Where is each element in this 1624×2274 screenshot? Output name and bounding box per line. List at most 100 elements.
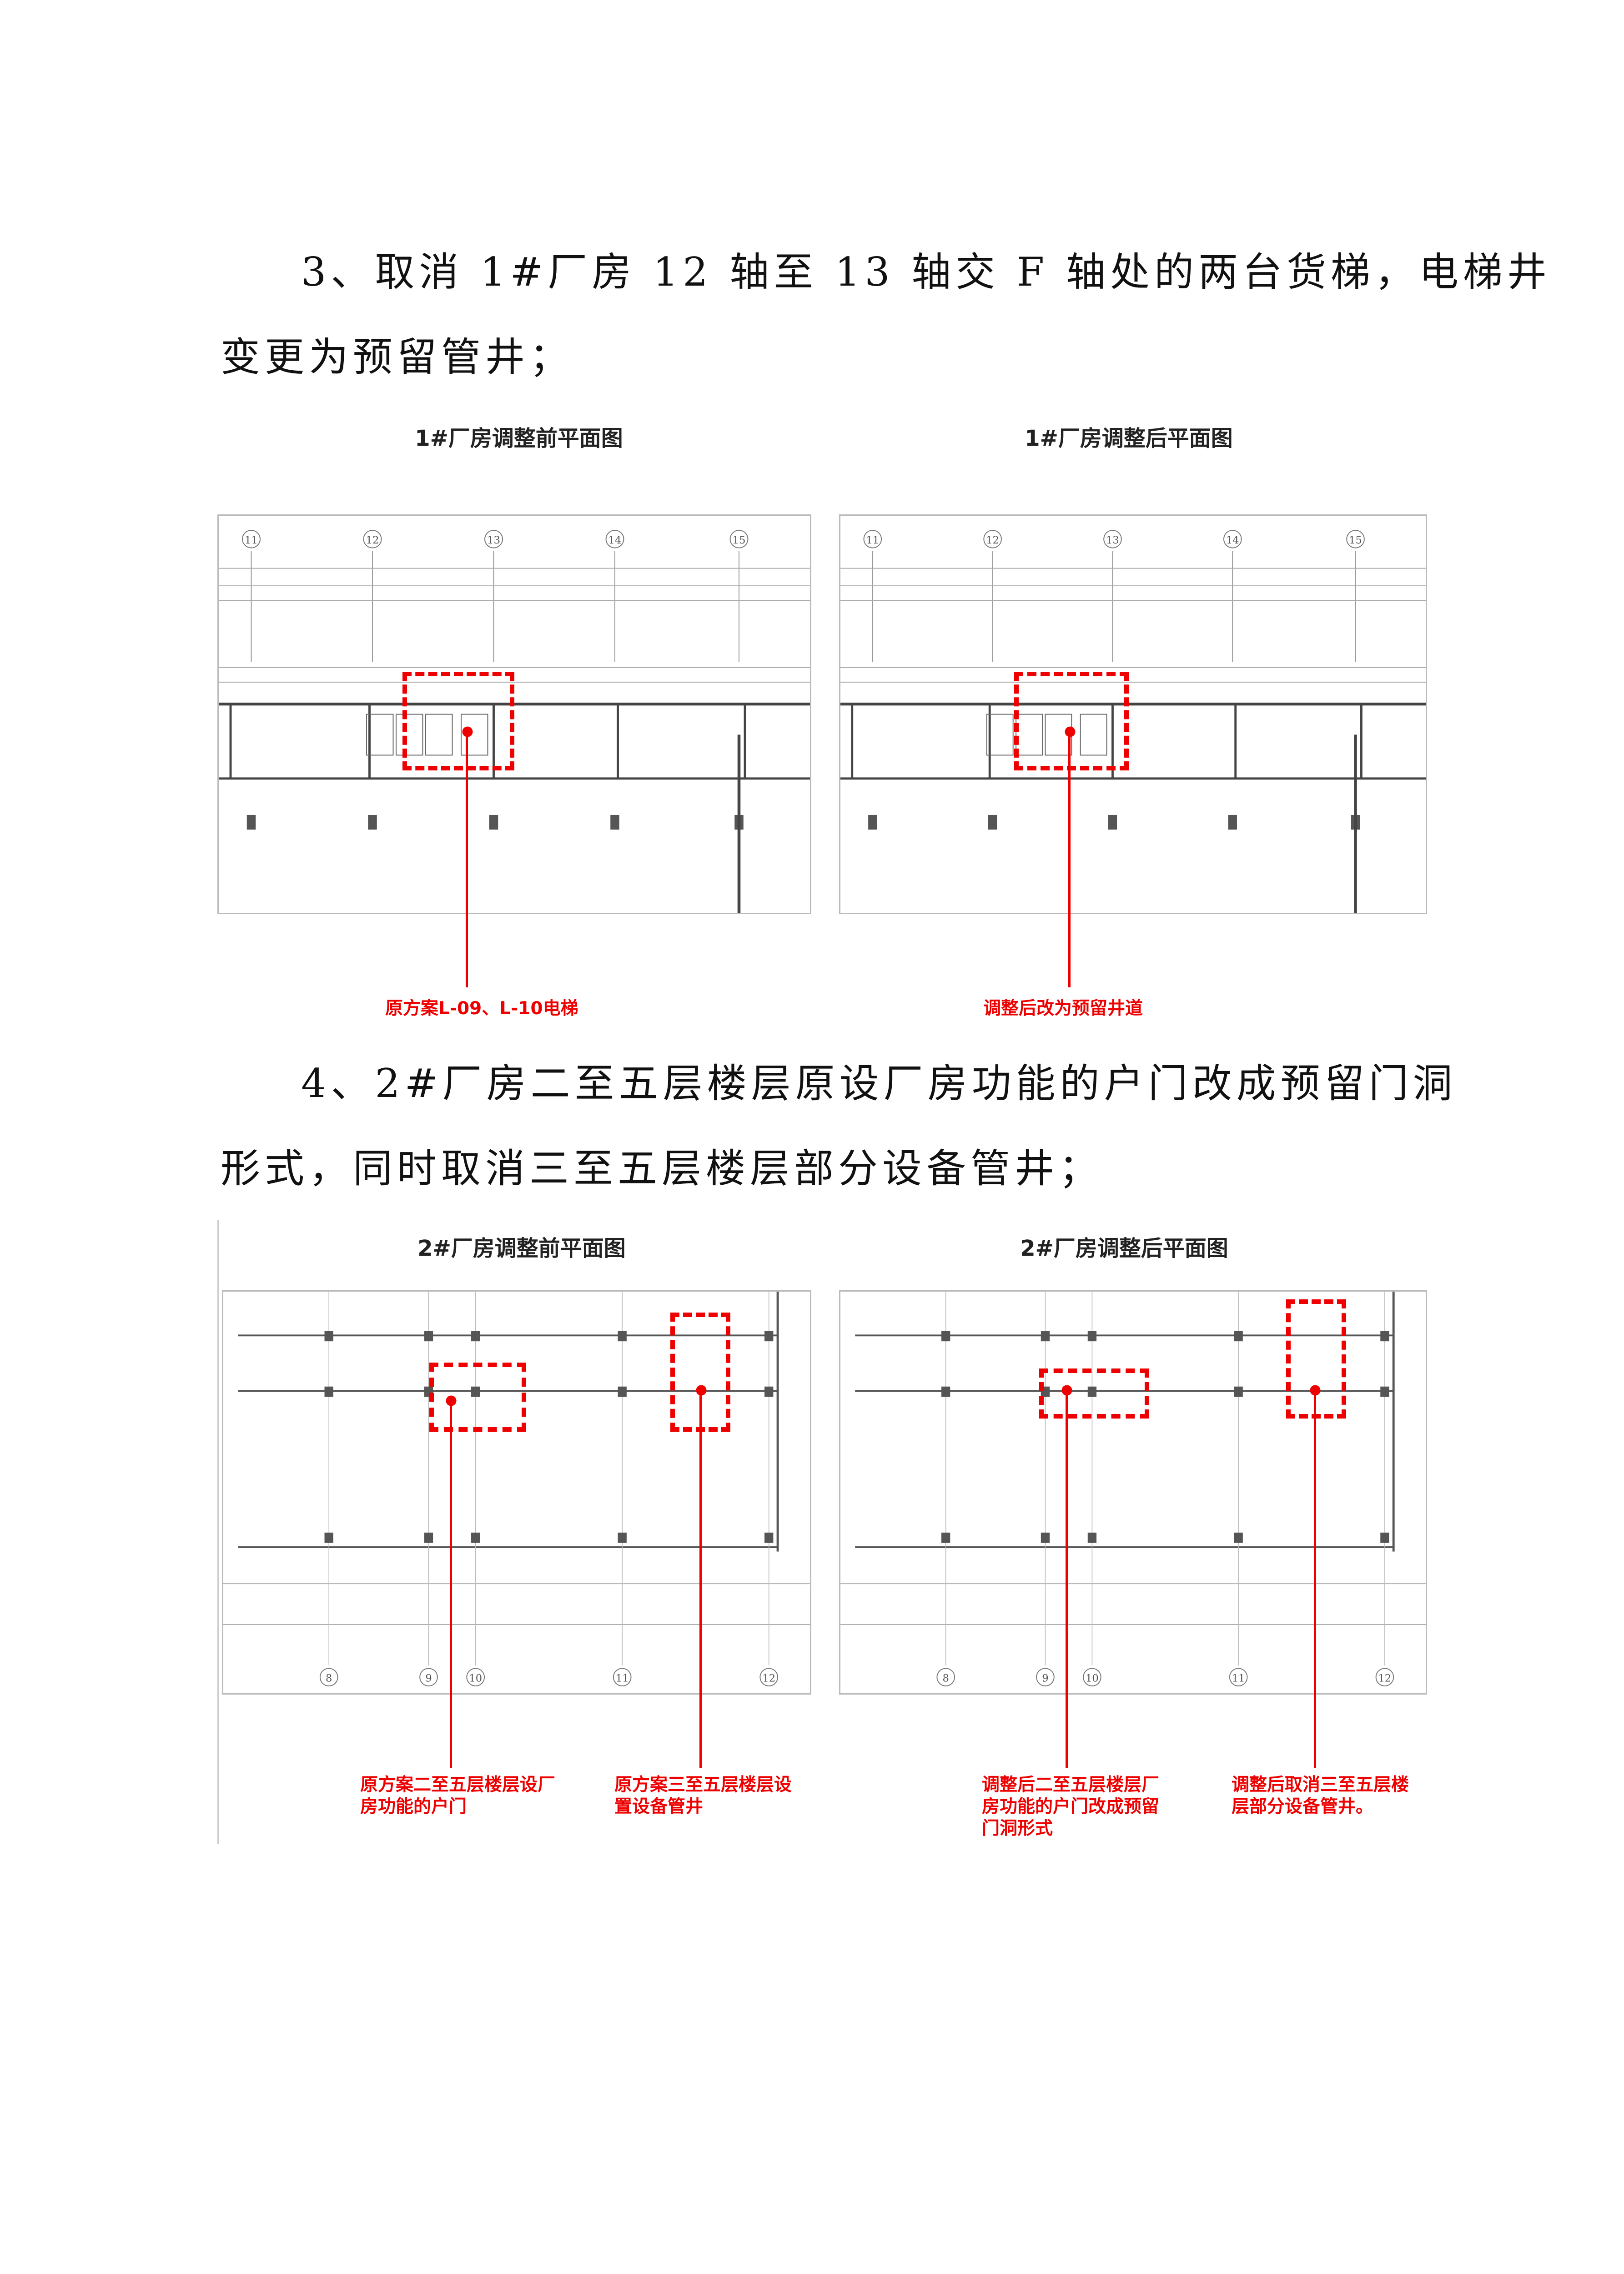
leader-line (1314, 1390, 1316, 1768)
axis-bubble (613, 1668, 632, 1686)
note-line: 门洞形式 (982, 1818, 1053, 1839)
axis-label: 12 (762, 1672, 775, 1684)
column (324, 1532, 333, 1543)
column (1087, 1386, 1097, 1397)
axis-label: 9 (1042, 1672, 1048, 1684)
axis-label: 11 (866, 534, 879, 546)
axis-label: 8 (326, 1672, 332, 1684)
highlight-box (402, 672, 514, 770)
column (618, 1386, 627, 1397)
note-line: 原方案三至五层楼层设 (614, 1775, 792, 1795)
axis-bubble (363, 530, 382, 548)
axis-label: 11 (1232, 1672, 1245, 1684)
fig1-after-note: 调整后改为预留井道 (983, 998, 1143, 1019)
item4-line2: 形式，同时取消三至五层楼层部分设备管井； (221, 1145, 1103, 1192)
column (424, 1331, 433, 1342)
axis-bubble (936, 1668, 955, 1686)
axis-bubble (466, 1668, 485, 1686)
axis-bubble (1223, 530, 1242, 548)
column (764, 1331, 774, 1342)
note-line: 调整后取消三至五层楼 (1232, 1775, 1409, 1795)
column (1380, 1386, 1389, 1397)
column (1228, 815, 1237, 830)
column (1234, 1386, 1243, 1397)
axis-bubble (759, 1668, 779, 1686)
axis-label: 12 (366, 534, 379, 546)
shaft (461, 714, 488, 756)
column (941, 1331, 950, 1342)
axis-bubble (1083, 1668, 1101, 1686)
axis-bubble (1103, 530, 1122, 548)
fig2-after-note-2: 调整后取消三至五层楼 层部分设备管井。 (1232, 1774, 1409, 1818)
axis-label: 15 (1349, 534, 1362, 546)
note-line: 置设备管井 (614, 1796, 704, 1817)
axis-bubble (605, 530, 624, 548)
shaft (425, 714, 453, 756)
note-line: 房功能的户门改成预留 (982, 1796, 1160, 1817)
item3-line1: 3、取消 1#厂房 12 轴至 13 轴交 F 轴处的两台货梯，电梯井 (301, 249, 1551, 295)
axis-label: 13 (1106, 534, 1119, 546)
axis-bubble (242, 530, 261, 548)
column (1234, 1331, 1243, 1342)
axis-bubble (484, 530, 503, 548)
document-page: 3、取消 1#厂房 12 轴至 13 轴交 F 轴处的两台货梯，电梯井 变更为预… (217, 249, 1551, 1844)
item3-line2: 变更为预留管井； (221, 334, 573, 380)
column (1041, 1532, 1050, 1543)
column (1087, 1532, 1097, 1543)
column (324, 1386, 333, 1397)
axis-label: 14 (608, 534, 622, 546)
column (1041, 1331, 1050, 1342)
column (424, 1532, 433, 1543)
axis-bubble (1036, 1668, 1055, 1686)
column (324, 1331, 333, 1342)
highlight-box (1039, 1368, 1149, 1419)
column (764, 1386, 774, 1397)
axis-bubble (419, 1668, 438, 1686)
highlight-box (1286, 1299, 1346, 1419)
axis-label: 12 (986, 534, 999, 546)
shaft (396, 714, 423, 756)
fig2-after-note-1: 调整后二至五层楼层厂 房功能的户门改成预留 门洞形式 (982, 1774, 1159, 1840)
column (868, 815, 877, 830)
column (471, 1331, 480, 1342)
shaft (1080, 714, 1107, 756)
column (610, 815, 619, 830)
note-line: 原方案二至五层楼层设厂 (360, 1775, 556, 1795)
axis-label: 13 (487, 534, 500, 546)
fig2-after-title: 2#厂房调整后平面图 (1020, 1236, 1228, 1261)
fig2-before-note-2: 原方案三至五层楼层设 置设备管井 (614, 1774, 792, 1818)
column (246, 815, 256, 830)
fig2-before-plan: 8 9 10 11 12 (222, 1290, 811, 1695)
axis-bubble (1375, 1668, 1394, 1686)
highlight-box (429, 1363, 526, 1432)
fig2-before-note-1: 原方案二至五层楼层设厂 房功能的户门 (360, 1774, 555, 1818)
leader-line (699, 1390, 702, 1768)
column (471, 1386, 480, 1397)
axis-bubble (983, 530, 1002, 548)
column (1380, 1532, 1389, 1543)
axis-label: 11 (245, 534, 258, 546)
axis-bubble (863, 530, 882, 548)
fig2-before-title: 2#厂房调整前平面图 (417, 1236, 626, 1261)
column (368, 815, 377, 830)
column (764, 1532, 774, 1543)
axis-bubble (319, 1668, 338, 1686)
note-line: 调整后二至五层楼层厂 (982, 1775, 1160, 1795)
column (1108, 815, 1117, 830)
leader-line (1068, 732, 1071, 987)
column (1380, 1331, 1389, 1342)
shaft (366, 714, 394, 756)
axis-label: 11 (616, 1672, 629, 1684)
leader-line (1066, 1390, 1068, 1768)
column (941, 1532, 950, 1543)
figure-border (217, 1220, 219, 1844)
axis-label: 9 (425, 1672, 432, 1684)
note-line: 层部分设备管井。 (1232, 1796, 1374, 1817)
column (988, 815, 997, 830)
highlight-box (1014, 672, 1129, 770)
column (941, 1386, 950, 1397)
axis-label: 10 (469, 1672, 482, 1684)
column (471, 1532, 480, 1543)
